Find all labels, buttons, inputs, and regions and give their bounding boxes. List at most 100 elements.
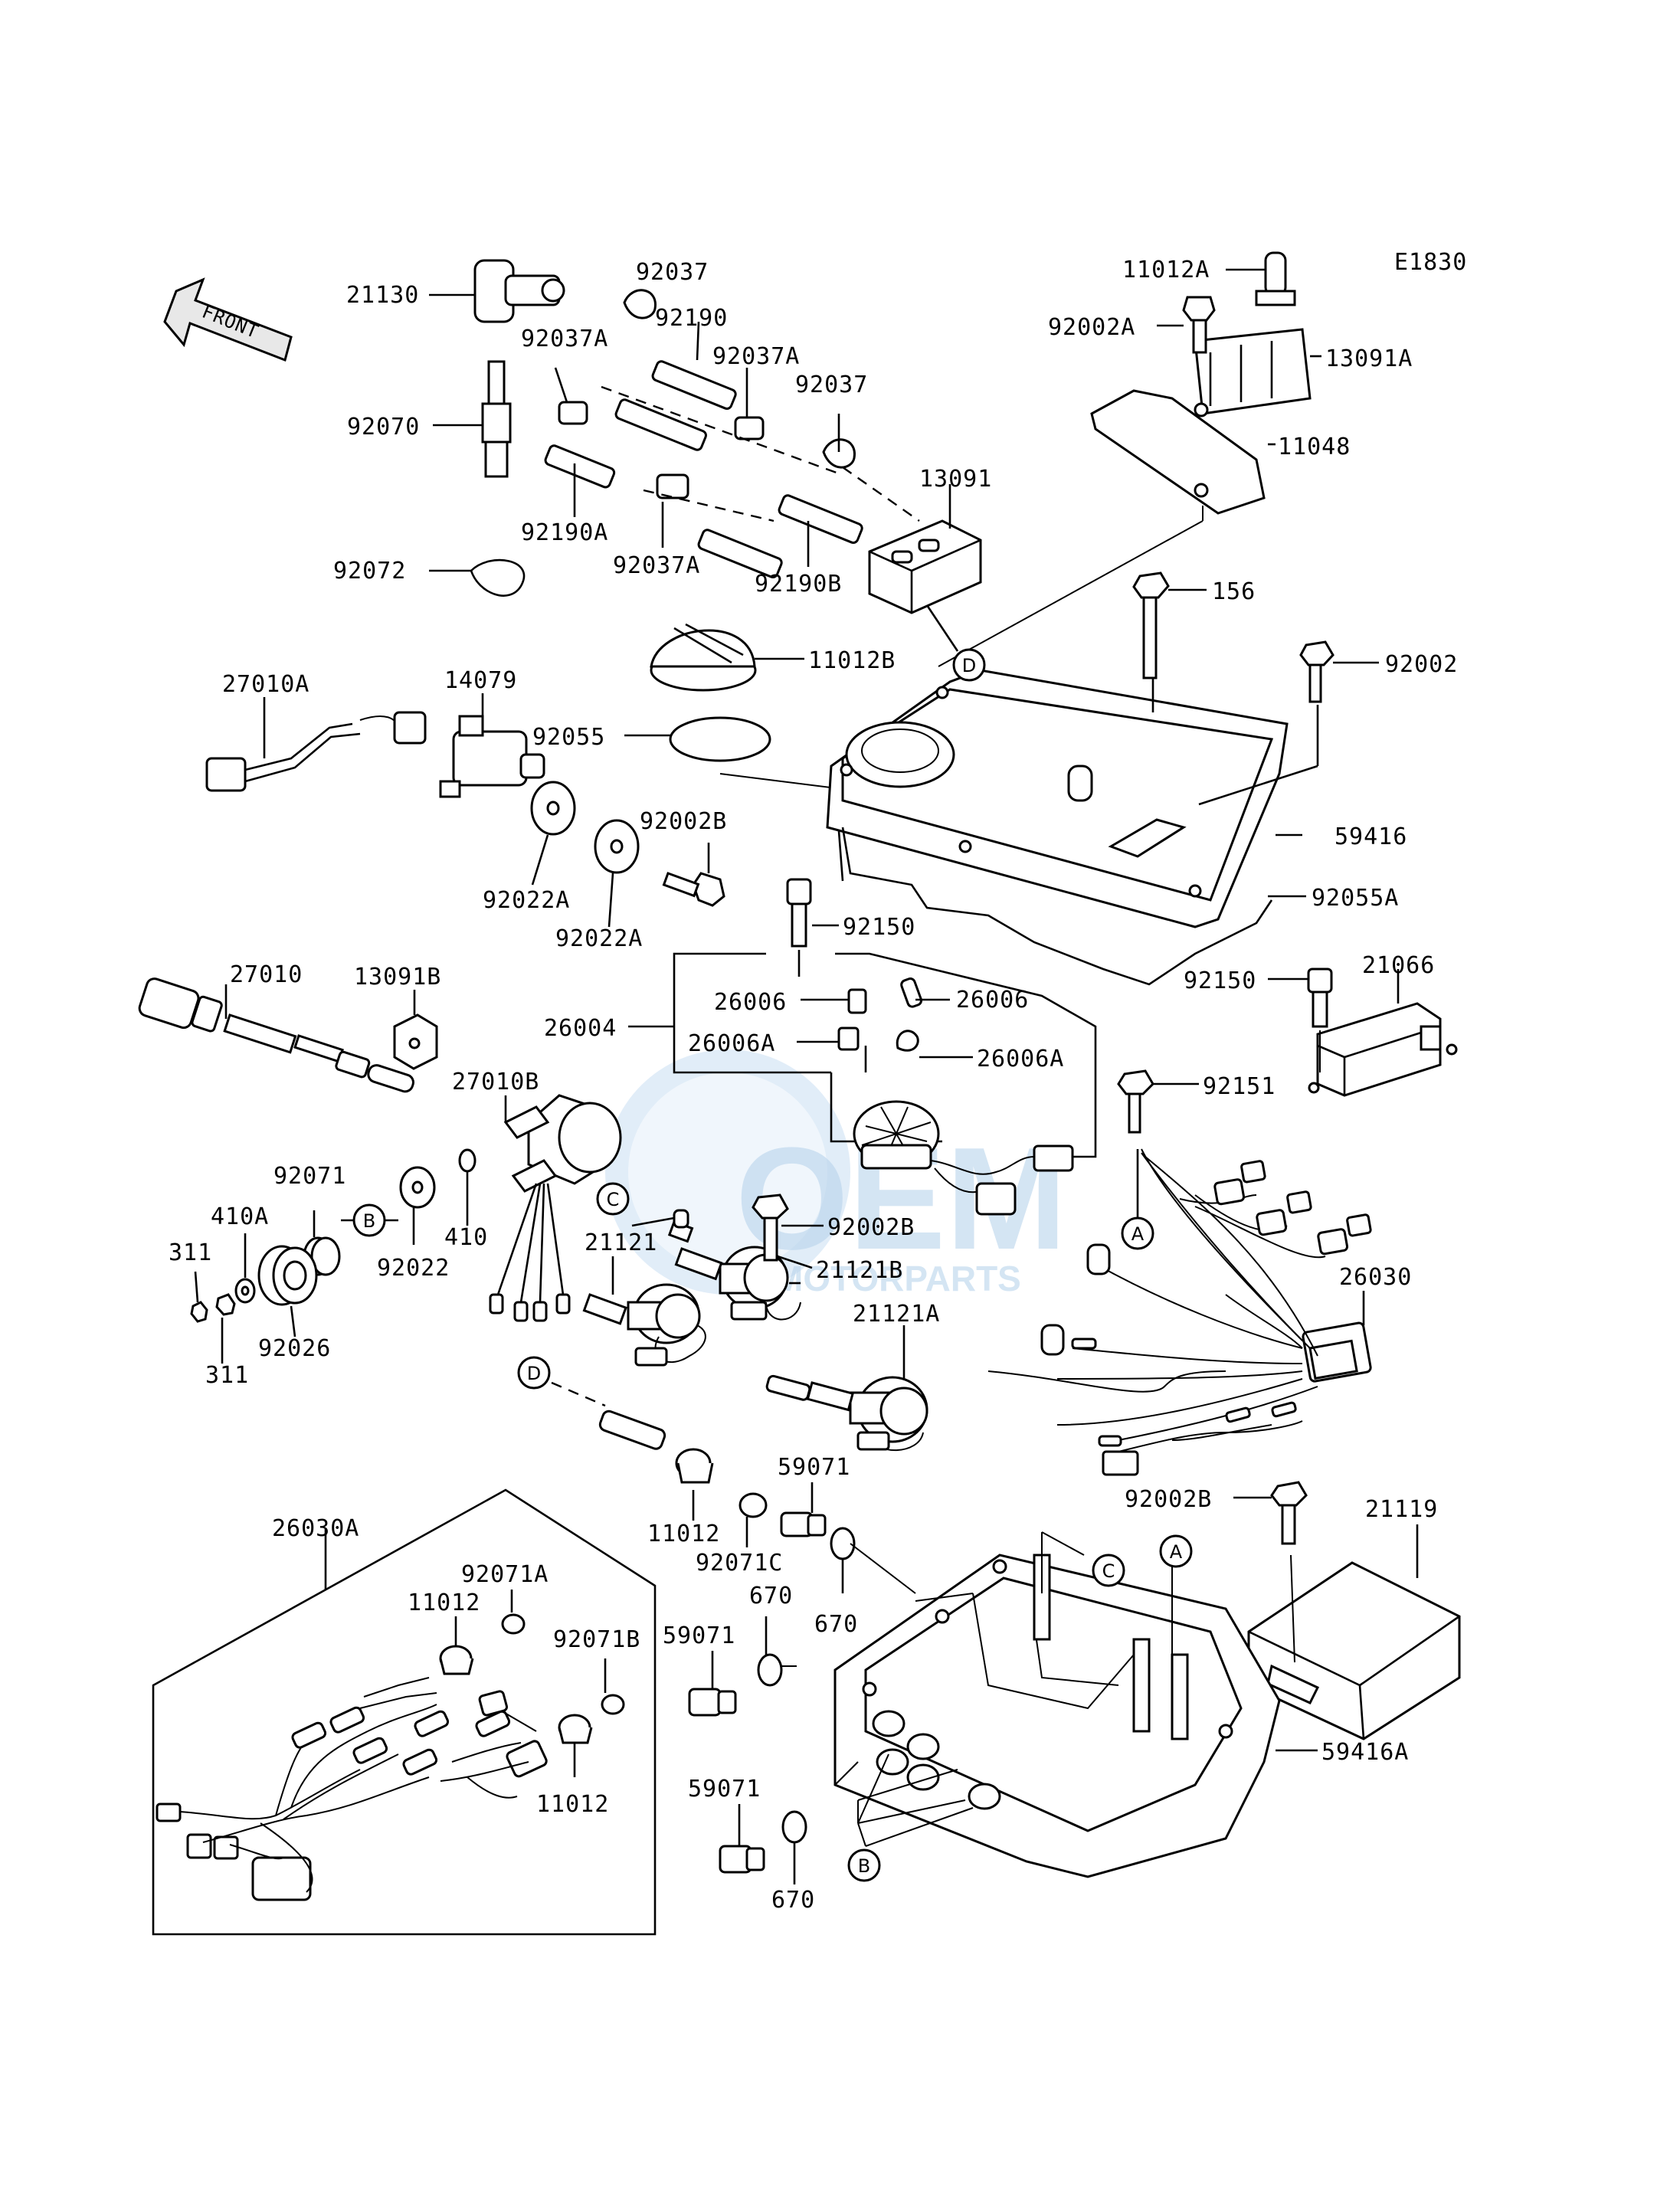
- label-410: 410: [444, 1224, 488, 1251]
- bolt-92150-right: [1268, 968, 1333, 1072]
- label-92190: 92190: [655, 305, 728, 332]
- label-13091A: 13091A: [1325, 345, 1413, 372]
- fuse-26006-l: [801, 988, 867, 1014]
- fuse-holder-fan: [853, 1046, 1074, 1216]
- fitting-59071-mid: [688, 1651, 737, 1717]
- label-26030A: 26030A: [272, 1515, 359, 1542]
- label-14079: 14079: [444, 667, 517, 694]
- label-92072: 92072: [333, 558, 406, 584]
- callout-lines-B: [834, 1753, 974, 1847]
- clamp-92072: [429, 558, 526, 597]
- tube-D: [551, 1381, 666, 1450]
- label-13091B: 13091B: [354, 964, 441, 990]
- washer-410: [458, 1148, 476, 1226]
- label-92002B-mid: 92002B: [827, 1214, 915, 1241]
- label-11012-box1: 11012: [408, 1590, 480, 1616]
- bolt-92150-center: [786, 878, 839, 977]
- callout-B-case: B: [847, 1848, 881, 1882]
- label-26006A-l: 26006A: [688, 1030, 775, 1057]
- label-92037A-l: 92037A: [521, 326, 608, 352]
- svg-text:C: C: [1102, 1560, 1115, 1582]
- plug-cap-21130: [429, 259, 565, 323]
- fuse-26006A-r: [896, 1030, 973, 1059]
- label-92070: 92070: [347, 414, 420, 440]
- label-92002: 92002: [1385, 651, 1458, 678]
- label-92037A-b: 92037A: [613, 552, 700, 579]
- svg-text:A: A: [1131, 1223, 1145, 1245]
- label-11012-box2: 11012: [536, 1791, 609, 1818]
- label-92151: 92151: [1203, 1073, 1276, 1100]
- label-21119: 21119: [1365, 1496, 1438, 1523]
- label-92026: 92026: [258, 1335, 331, 1362]
- callout-B-left: B: [341, 1203, 398, 1237]
- sensor-27010A: [205, 697, 427, 792]
- module-21119: [1247, 1524, 1461, 1740]
- bolt-92002: [1299, 640, 1379, 703]
- grommet-92026: [257, 1245, 318, 1338]
- callout-A-case: A: [1159, 1534, 1193, 1568]
- svg-text:A: A: [1170, 1541, 1183, 1563]
- label-92071: 92071: [273, 1163, 346, 1190]
- label-670-b: 670: [814, 1611, 858, 1638]
- fitting-59071-top: [780, 1482, 827, 1537]
- nut-311-a: [190, 1271, 208, 1323]
- svg-text:B: B: [363, 1210, 375, 1232]
- label-21130: 21130: [346, 282, 419, 309]
- label-92190B: 92190B: [755, 571, 842, 598]
- label-26006A-r: 26006A: [977, 1046, 1064, 1072]
- label-59071-top: 59071: [778, 1454, 850, 1481]
- label-59071-mid: 59071: [663, 1622, 735, 1649]
- callout-C-case: C: [1092, 1554, 1125, 1587]
- label-59071-bot: 59071: [688, 1776, 761, 1802]
- bolt-92002B-mid: [752, 1193, 824, 1262]
- label-11012B: 11012B: [808, 647, 896, 674]
- spark-plug-92070: [433, 360, 512, 478]
- cover-59416: [826, 669, 1319, 928]
- terminal-block-13091: [868, 484, 982, 652]
- label-92071A: 92071A: [461, 1561, 549, 1588]
- washer-410A: [234, 1233, 256, 1304]
- label-92037-r: 92037: [795, 372, 868, 398]
- relay-21066: [1308, 969, 1458, 1097]
- fitting-59071-bot: [719, 1804, 765, 1874]
- svg-text:D: D: [962, 655, 976, 676]
- oring-670-b: [757, 1616, 797, 1687]
- label-92002B-top: 92002B: [640, 808, 727, 835]
- coil-21121A: [765, 1325, 928, 1452]
- bolt-156: [1132, 571, 1207, 679]
- label-26006-r: 26006: [956, 987, 1029, 1013]
- front-arrow: FRONT: [163, 277, 293, 362]
- grommet-92071C: [738, 1492, 768, 1547]
- label-59416: 59416: [1335, 823, 1407, 850]
- label-311-a: 311: [169, 1239, 212, 1266]
- oring-670-c: [781, 1810, 807, 1884]
- label-92022A-1: 92022A: [483, 887, 570, 914]
- label-92150-right: 92150: [1184, 968, 1256, 994]
- watermark-sub: MOTORPARTS: [774, 1259, 1021, 1298]
- label-11012-mid: 11012: [647, 1521, 720, 1547]
- bolt-92002B-top: [662, 843, 725, 907]
- callout-C-left: C: [596, 1182, 630, 1216]
- label-21121A: 21121A: [853, 1301, 940, 1328]
- part-labels: 21130 92037 92190 92037A 92037A 92037 92…: [169, 257, 1458, 1914]
- coil-21121: [582, 1256, 706, 1367]
- label-92022: 92022: [377, 1255, 450, 1282]
- label-92002B-bot: 92002B: [1125, 1486, 1212, 1513]
- gasket-92055A: [837, 827, 1306, 986]
- fuse-26006A-l: [797, 1026, 860, 1051]
- label-311-b: 311: [205, 1362, 249, 1389]
- label-13091: 13091: [919, 466, 992, 493]
- cap-11012B: [650, 623, 804, 692]
- harness-26030A-box: [152, 1488, 657, 1936]
- label-92071B: 92071B: [553, 1626, 640, 1653]
- label-21121B: 21121B: [816, 1257, 903, 1284]
- plug-13091B: [393, 990, 438, 1070]
- oring-670-a: [830, 1527, 916, 1594]
- label-92055: 92055: [532, 724, 605, 751]
- label-26006-l: 26006: [714, 989, 787, 1016]
- label-21121: 21121: [585, 1229, 657, 1256]
- cap-11012-mid: [675, 1448, 714, 1521]
- label-410A: 410A: [211, 1203, 269, 1230]
- sensor-27010: [138, 977, 414, 1093]
- bolt-92002A: [1157, 296, 1216, 354]
